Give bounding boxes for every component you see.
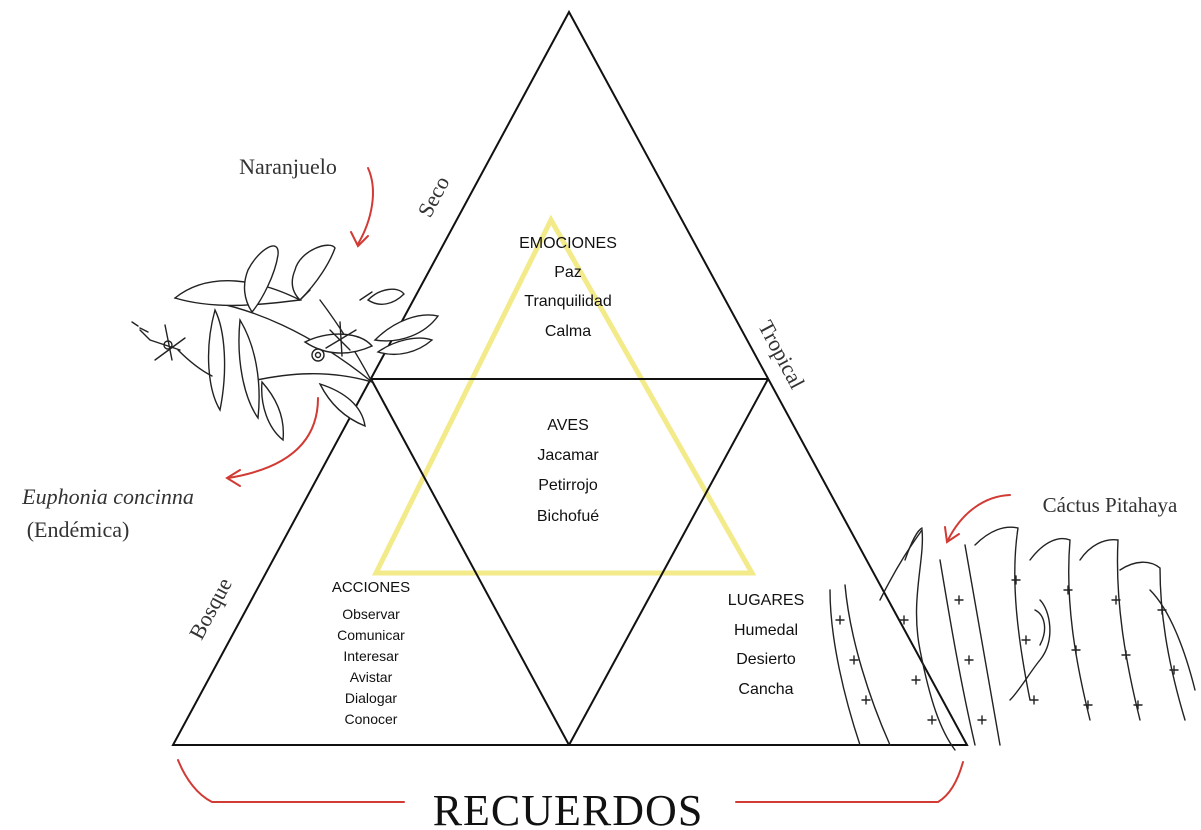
section-lugares: LUGARES Humedal Desierto Cancha (728, 592, 804, 698)
arrow-naranjuelo (350, 167, 374, 248)
inner-right-diagonal (568, 378, 769, 746)
section-item: Paz (554, 264, 582, 281)
bottom-bracket-left (177, 759, 405, 803)
section-heading: ACCIONES (332, 579, 410, 596)
section-item: Dialogar (345, 690, 397, 706)
diagram-title: RECUERDOS (433, 786, 704, 830)
section-item: Conocer (345, 711, 398, 727)
annotation-endemica: (Endémica) (27, 517, 130, 542)
side-label-seco: Seco (412, 172, 454, 221)
side-label-tropical: Tropical (753, 316, 810, 393)
side-label-bosque: Bosque (184, 573, 237, 643)
section-item: Bichofué (537, 508, 599, 525)
section-item: Interesar (343, 648, 399, 664)
cactus-illustration (829, 526, 1196, 751)
section-heading: AVES (547, 417, 589, 434)
section-item: Petirrojo (538, 477, 598, 494)
section-emociones: EMOCIONES Paz Tranquilidad Calma (519, 235, 617, 340)
section-item: Desierto (736, 651, 796, 668)
annotation-cactus: Cáctus Pitahaya (1043, 493, 1178, 517)
section-heading: LUGARES (728, 592, 804, 609)
plant-branch-illustration (131, 244, 440, 442)
bottom-bracket-right (735, 761, 964, 803)
annotation-euphonia: Euphonia concinna (21, 484, 194, 509)
section-aves: AVES Jacamar Petirrojo Bichofué (537, 417, 599, 525)
section-heading: EMOCIONES (519, 235, 617, 252)
section-item: Cancha (738, 681, 793, 698)
inner-yellow-triangle (371, 214, 757, 576)
section-item: Comunicar (337, 627, 405, 643)
section-item: Calma (545, 323, 591, 340)
section-item: Tranquilidad (524, 293, 611, 310)
section-acciones: ACCIONES Observar Comunicar Interesar Av… (332, 579, 410, 727)
section-item: Observar (342, 606, 400, 622)
section-item: Avistar (350, 669, 393, 685)
arrow-euphonia (225, 397, 319, 487)
flower-icon (139, 324, 213, 377)
flower-icon (311, 321, 357, 362)
inner-left-diagonal (370, 378, 570, 746)
arrow-cactus (944, 494, 1011, 544)
cactus-spines (835, 575, 1179, 725)
section-item: Humedal (734, 622, 798, 639)
section-item: Jacamar (537, 447, 599, 464)
annotation-naranjuelo: Naranjuelo (239, 154, 337, 179)
